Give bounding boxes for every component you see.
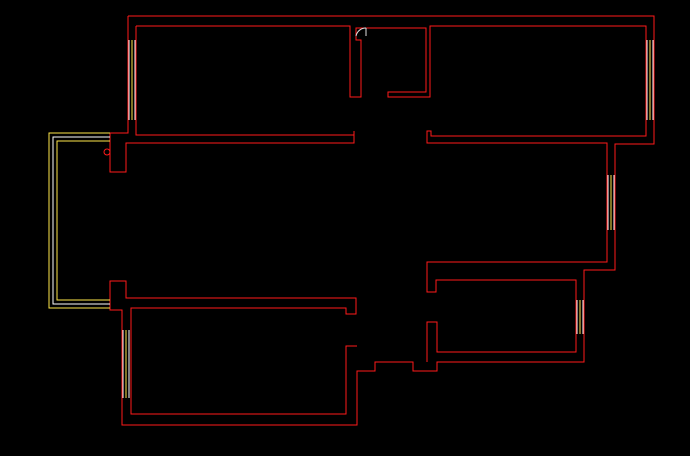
window-right xyxy=(607,175,615,230)
window-top-left xyxy=(128,40,136,120)
outer-wall-outline xyxy=(109,15,655,426)
pipe-marker xyxy=(103,148,111,156)
balcony-window xyxy=(48,132,110,309)
windows xyxy=(48,40,654,398)
bedroom-top-left-walls xyxy=(135,26,355,136)
entry-door xyxy=(355,27,367,37)
window-top-right xyxy=(646,40,654,120)
outer-wall-left-upper xyxy=(109,16,355,173)
window-bathroom xyxy=(576,300,584,334)
balcony-window-mid xyxy=(52,136,110,305)
balcony-window-outer xyxy=(48,132,110,309)
bedroom-top-left-inner xyxy=(136,25,647,362)
door-swing-arc xyxy=(355,27,367,37)
window-bottom-left xyxy=(122,330,130,398)
balcony-window-inner xyxy=(56,140,110,301)
room-bedroom-top-left xyxy=(135,25,647,362)
outer-walls xyxy=(109,15,655,426)
